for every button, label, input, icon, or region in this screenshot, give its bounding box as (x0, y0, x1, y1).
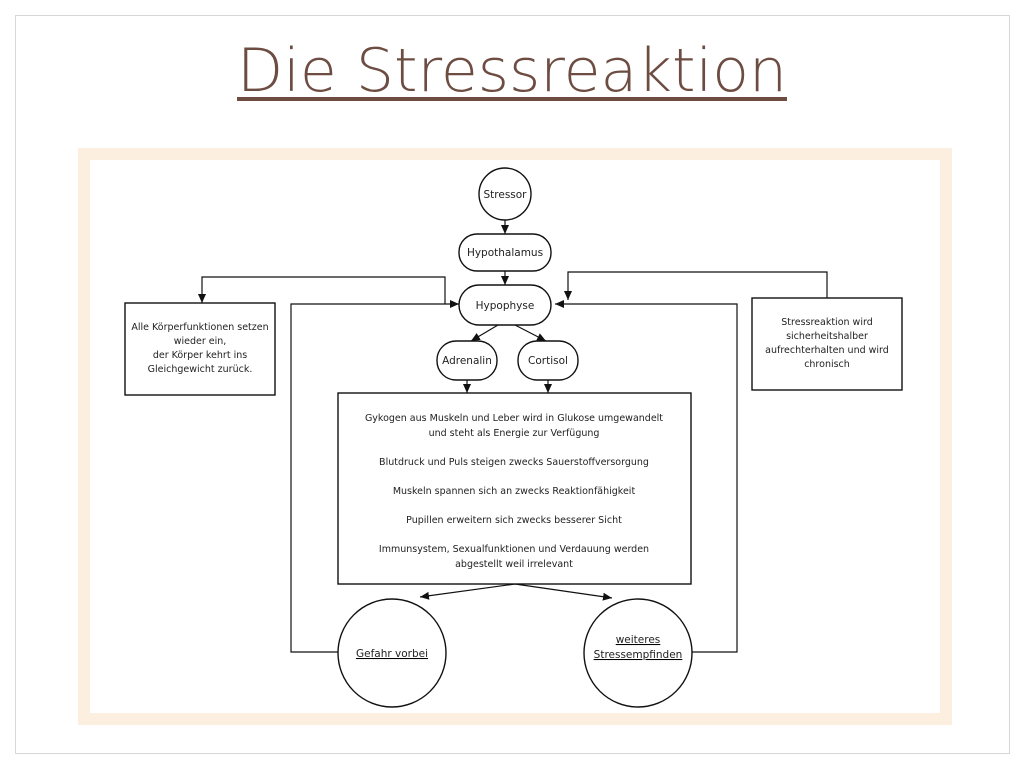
left-box-line1: Alle Körperfunktionen setzen (131, 322, 268, 333)
right-box-line2: sicherheitshalber (786, 331, 868, 342)
effect-immunsystem-line1: Immunsystem, Sexualfunktionen und Verdau… (379, 544, 649, 555)
node-effects-box (337, 392, 692, 585)
edge-weiteres-loop (555, 300, 738, 653)
cortisol-label: Cortisol (528, 355, 568, 367)
left-box-line2: wieder ein, (174, 336, 227, 347)
hypothalamus-label: Hypothalamus (467, 247, 543, 259)
right-box-line3: aufrechterhalten und wird (765, 345, 889, 356)
effect-blutdruck: Blutdruck und Puls steigen zwecks Sauers… (379, 457, 649, 468)
node-hypothalamus (458, 233, 552, 272)
page-title: Die Stressreaktion (0, 38, 1024, 104)
effect-glykogen-line1: Gykogen aus Muskeln und Leber wird in Gl… (365, 413, 663, 424)
edge-right-box-hypophyse (564, 271, 828, 300)
edge-box-gefahr (419, 583, 516, 600)
left-box-line4: Gleichgewicht zurück. (148, 364, 253, 375)
node-weiteres-stress (583, 598, 693, 708)
hypophyse-label: Hypophyse (476, 300, 535, 312)
edge-hypophyse-cortisol (514, 324, 547, 342)
effect-glykogen-line2: und steht als Energie zur Verfügung (429, 428, 600, 439)
node-hypophyse (458, 284, 552, 326)
node-right-box (751, 297, 903, 391)
node-cortisol (517, 340, 579, 381)
gefahr-vorbei-label: Gefahr vorbei (356, 648, 428, 660)
right-box-line1: Stressreaktion wird (781, 317, 872, 328)
edge-hypophyse-adrenalin (470, 324, 499, 342)
edge-box-weiteres (514, 583, 613, 601)
left-box-line3: der Körper kehrt ins (153, 350, 247, 361)
weiteres-label-line1: weiteres (616, 634, 661, 646)
weiteres-label-line2: Stressempfinden (594, 649, 683, 661)
effect-muskeln: Muskeln spannen sich an zwecks Reaktionf… (393, 486, 636, 497)
page-title-text: Die Stressreaktion (237, 36, 787, 106)
edge-gefahr-loop (290, 300, 459, 653)
right-box-line4: chronisch (804, 359, 850, 370)
node-gefahr-vorbei (337, 598, 447, 708)
node-stressor (478, 167, 532, 221)
effect-pupillen: Pupillen erweitern sich zwecks besserer … (406, 515, 622, 526)
node-adrenalin (436, 340, 498, 381)
effect-immunsystem-line2: abgestellt weil irrelevant (455, 559, 573, 570)
stressor-label: Stressor (483, 189, 527, 201)
edge-hypophyse-left-box (198, 276, 446, 304)
node-left-box (124, 302, 276, 396)
adrenalin-label: Adrenalin (442, 355, 492, 367)
